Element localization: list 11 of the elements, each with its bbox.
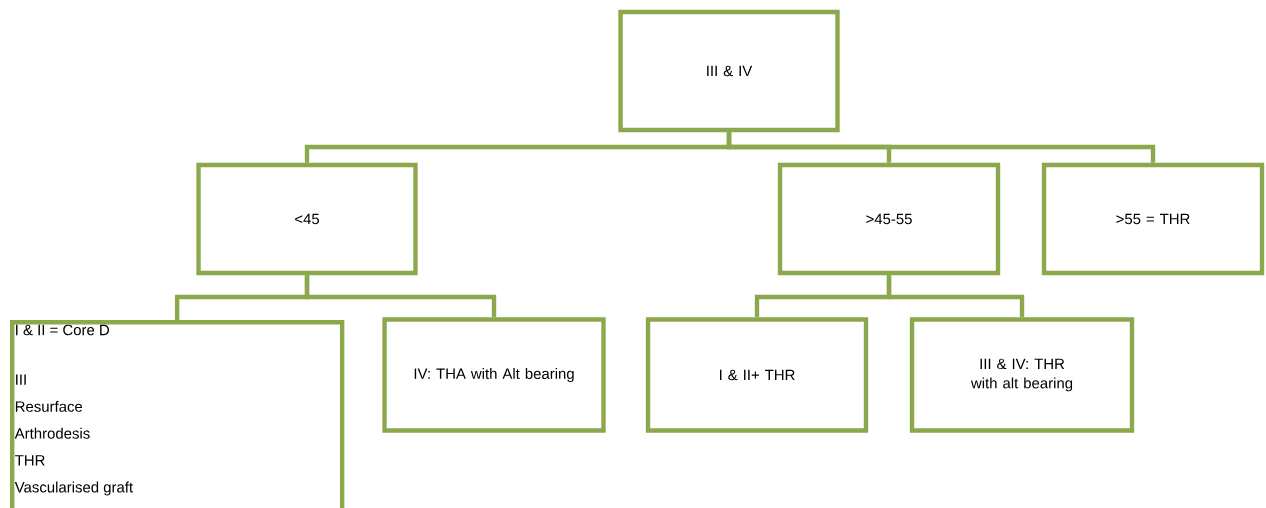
tree-box: IV: THA with Alt bearing [382,317,606,433]
connector-line [304,275,497,318]
tree-box: I & II+ THR [645,317,869,433]
connector-line [886,275,1025,318]
tree-box: III & IV [618,9,840,133]
tree-box: I & II = Core D III Resurface Arthrodesis THR Vascularised graft [10,320,345,508]
tree-box: >55 = THR [1041,162,1265,276]
connector-line [726,132,1156,163]
tree-box: >45-55 [777,162,1001,276]
tree-box: III & IV: THR with alt bearing [909,317,1135,433]
tree-box: <45 [196,162,418,276]
